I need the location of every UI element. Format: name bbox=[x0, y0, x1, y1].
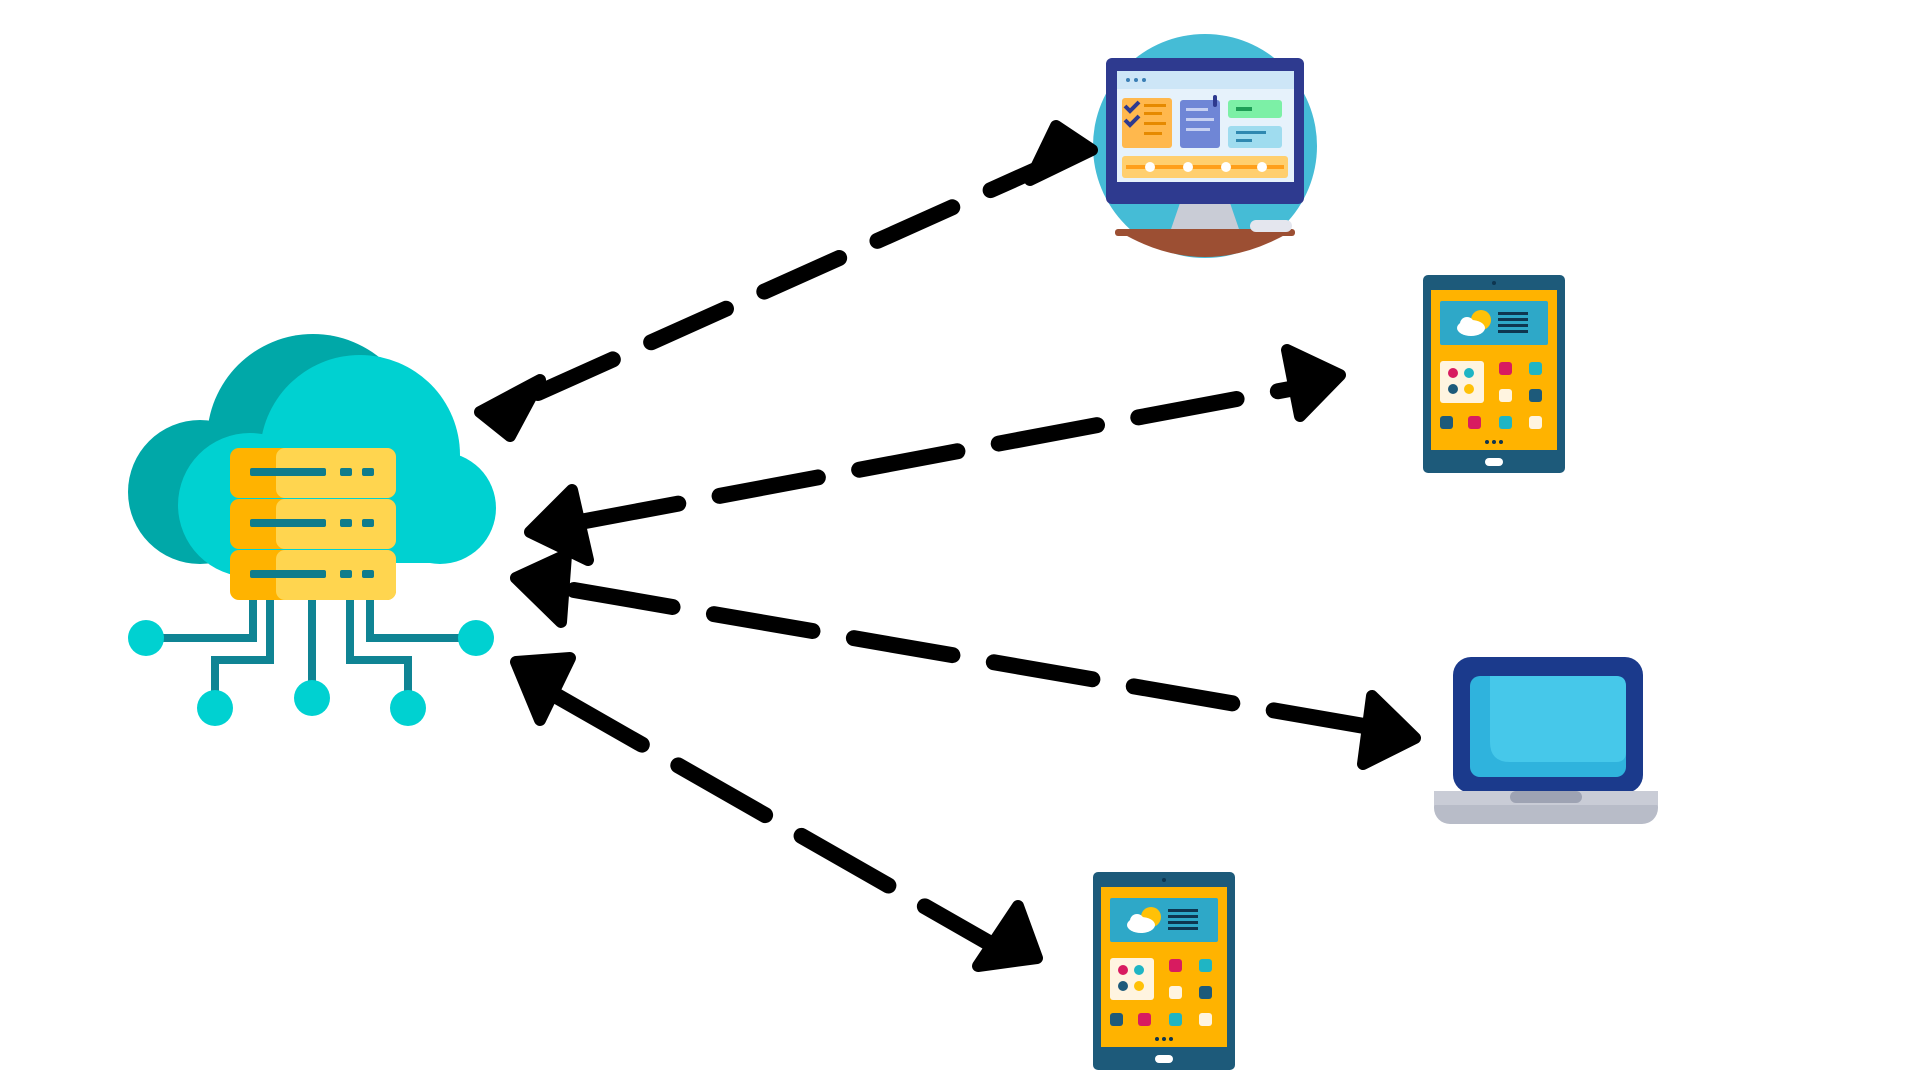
arrow-hub-laptop bbox=[510, 549, 1421, 770]
tablet-icon bbox=[1093, 872, 1235, 1070]
arrowhead-left bbox=[510, 652, 576, 726]
tablet-icon bbox=[1423, 275, 1565, 473]
arrow-hub-tablet-top bbox=[524, 344, 1346, 566]
laptop-icon bbox=[1434, 657, 1658, 824]
arrow-hub-desktop bbox=[474, 120, 1098, 442]
circuit-nodes bbox=[128, 620, 494, 726]
cloud-server-icon bbox=[128, 334, 496, 726]
arrowhead-right bbox=[1281, 344, 1346, 422]
arrowhead-left bbox=[474, 374, 546, 442]
arrowhead-left bbox=[510, 549, 572, 628]
arrowhead-right bbox=[972, 900, 1043, 972]
arrowhead-right bbox=[1024, 120, 1098, 186]
arrow-hub-tablet-bottom bbox=[510, 652, 1043, 972]
arrowhead-left bbox=[524, 484, 594, 566]
arrowhead-right bbox=[1357, 690, 1421, 770]
server-rack bbox=[230, 448, 396, 600]
circuit-lines bbox=[146, 600, 476, 705]
desktop-monitor-icon bbox=[1093, 34, 1317, 260]
